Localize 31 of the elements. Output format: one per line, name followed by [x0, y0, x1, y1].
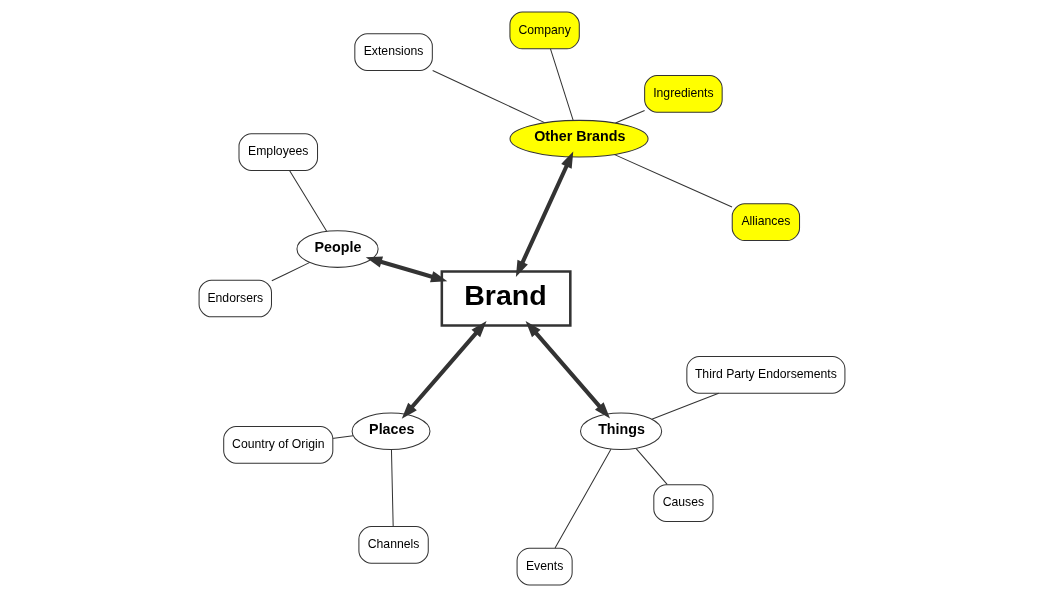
node-box: Alliances [731, 203, 801, 242]
node-box: Employees [238, 133, 319, 171]
node-box: Channels [358, 525, 429, 564]
node-ellipse: People [296, 230, 379, 268]
connector [432, 69, 546, 124]
node-box: Brand [440, 270, 572, 327]
arrow [365, 256, 448, 283]
connector [549, 48, 574, 121]
connector [635, 448, 668, 485]
connector [615, 110, 646, 124]
node-ellipse: Things [580, 412, 663, 451]
connector [332, 435, 354, 439]
node-box: Company [509, 11, 580, 50]
arrow [515, 151, 574, 277]
connector [289, 170, 328, 232]
node-box: Country of Origin [223, 426, 334, 464]
arrow [525, 321, 611, 419]
connector [271, 261, 311, 282]
node-ellipse: Other Brands [509, 119, 649, 158]
connector [651, 392, 720, 420]
arrow [401, 321, 487, 419]
node-box: Endorsers [198, 279, 272, 318]
node-ellipse: Places [351, 412, 431, 451]
node-box: Third Party Endorsements [686, 355, 846, 394]
node-box: Extensions [354, 33, 433, 72]
connector [390, 449, 394, 527]
node-box: Ingredients [644, 74, 723, 113]
node-box: Causes [653, 484, 714, 522]
connector [554, 448, 612, 549]
connector [614, 154, 733, 208]
node-box: Events [516, 547, 573, 586]
